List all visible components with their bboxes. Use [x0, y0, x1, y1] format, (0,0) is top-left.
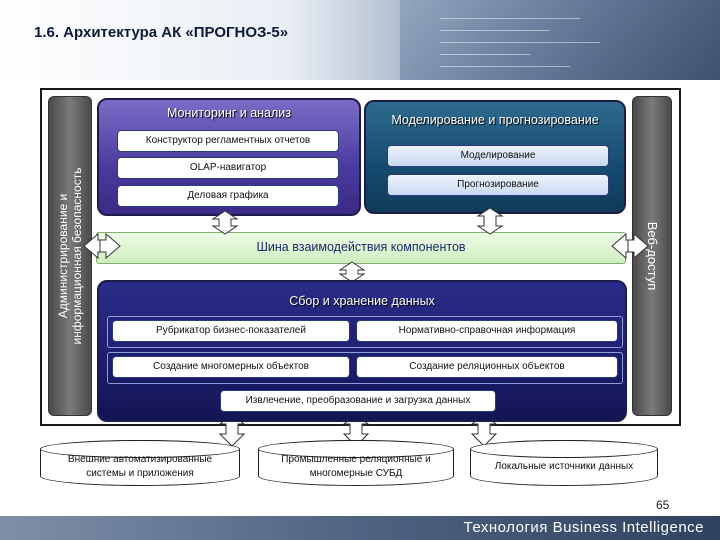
source-local: Локальные источники данных: [470, 440, 658, 486]
storage-row-2: [107, 352, 623, 384]
source-local-label: Локальные источники данных: [494, 461, 634, 472]
web-access-panel: Веб-доступ: [632, 96, 672, 416]
source-dbms-label: Промышленные реляционные и многомерные С…: [281, 454, 431, 479]
component-bus: Шина взаимодействия компонентов: [96, 232, 626, 264]
storage-row-1: [107, 316, 623, 348]
source-external-label: Внешние автоматизированные системы и при…: [67, 454, 213, 479]
monitoring-box: Мониторинг и анализ Конструктор регламен…: [97, 98, 361, 216]
monitoring-title: Мониторинг и анализ: [166, 106, 292, 120]
web-access-label: Веб-доступ: [645, 221, 660, 291]
relational-objects: Создание реляционных объектов: [356, 356, 618, 378]
etl-item: Извлечение, преобразование и загрузка да…: [220, 390, 496, 412]
forecasting-item: Прогнозирование: [387, 174, 609, 196]
header-photo: [400, 0, 720, 80]
footer-banner: Технология Business Intelligence: [0, 516, 720, 540]
reference-info: Нормативно-справочная информация: [356, 320, 618, 342]
indicator-rubricator: Рубрикатор бизнес-показателей: [112, 320, 350, 342]
source-external-systems: Внешние автоматизированные системы и при…: [40, 440, 240, 486]
page-number: 65: [656, 498, 670, 512]
storage-title: Сбор и хранение данных: [289, 294, 435, 308]
report-constructor: Конструктор регламентных отчетов: [117, 130, 339, 152]
modeling-item: Моделирование: [387, 145, 609, 167]
storage-box: Сбор и хранение данных Рубрикатор бизнес…: [97, 280, 627, 422]
admin-security-label: Администрирование и информационная безоп…: [56, 167, 84, 345]
admin-security-panel: Администрирование и информационная безоп…: [48, 96, 92, 416]
modeling-box: Моделирование и прогнозирование Моделиро…: [364, 100, 626, 214]
page-title: 1.6. Архитектура АК «ПРОГНОЗ-5»: [34, 24, 289, 41]
olap-navigator: OLAP-навигатор: [117, 157, 339, 179]
source-dbms: Промышленные реляционные и многомерные С…: [258, 440, 454, 486]
multidim-objects: Создание многомерных объектов: [112, 356, 350, 378]
modeling-title: Моделирование и прогнозирование: [391, 113, 599, 127]
header-banner: 1.6. Архитектура АК «ПРОГНОЗ-5»: [0, 0, 720, 80]
business-graphics: Деловая графика: [117, 185, 339, 207]
footer-title: Технология Business Intelligence: [463, 519, 704, 536]
